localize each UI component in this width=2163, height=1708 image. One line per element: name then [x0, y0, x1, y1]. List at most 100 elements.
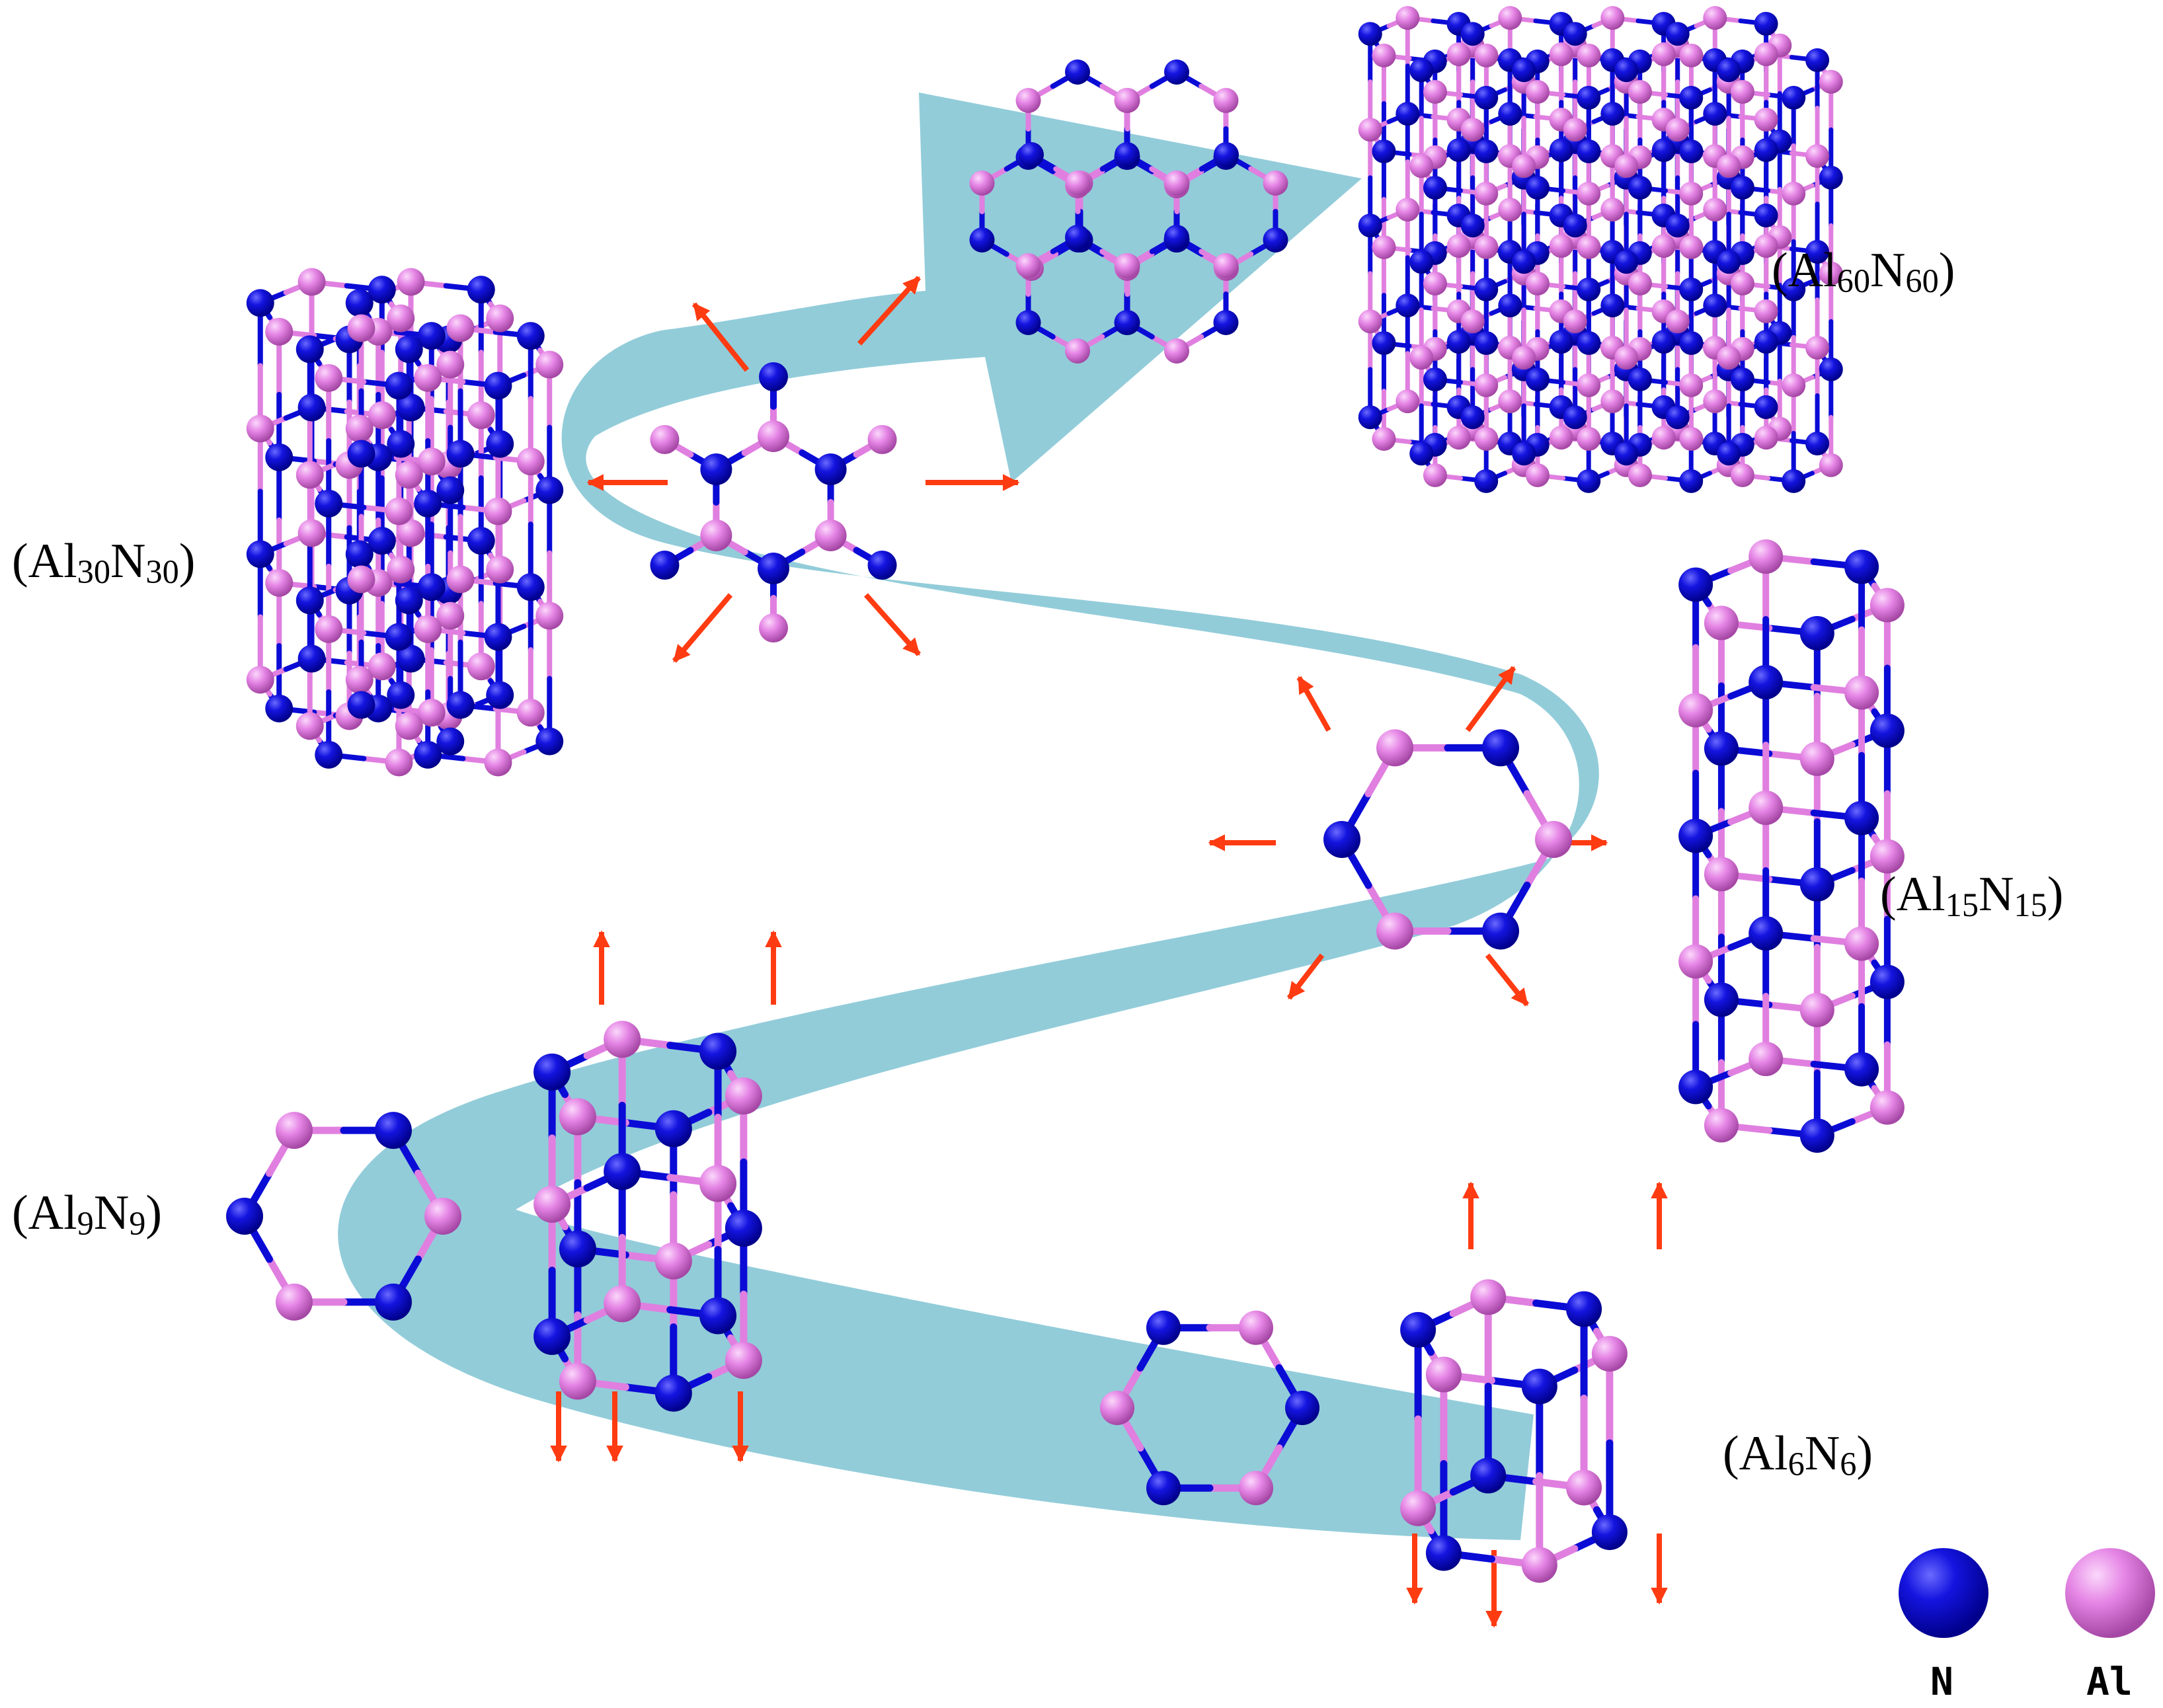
- nitrogen-atom: [814, 453, 847, 485]
- aluminum-atom: [1474, 373, 1499, 397]
- aluminum-atom: [759, 613, 788, 642]
- nitrogen-atom: [1651, 138, 1676, 163]
- aluminum-atom: [484, 497, 512, 525]
- nitrogen-atom: [1665, 22, 1690, 46]
- nitrogen-atom: [375, 1283, 412, 1321]
- nitrogen-atom: [533, 1053, 571, 1091]
- nitrogen-atom: [1614, 442, 1639, 466]
- aluminum-atom: [1600, 6, 1625, 30]
- expansion-arrow: [1485, 953, 1530, 1007]
- aluminum-atom: [295, 712, 324, 740]
- nitrogen-atom: [1782, 277, 1806, 301]
- nitrogen-atom: [516, 573, 545, 602]
- aluminum-atom: [297, 519, 326, 547]
- nitrogen-atom: [1214, 142, 1239, 167]
- nitrogen-atom: [725, 1210, 762, 1247]
- nitrogen-atom: [1409, 442, 1434, 466]
- nitrogen-atom: [1474, 85, 1499, 110]
- aluminum-atom: [1460, 309, 1485, 334]
- nitrogen-atom: [246, 289, 274, 317]
- aluminum-atom: [650, 425, 680, 454]
- aluminum-atom: [1754, 234, 1778, 258]
- nitrogen-atom: [1263, 227, 1288, 252]
- nitrogen-atom: [1717, 442, 1741, 466]
- nitrogen-atom: [1474, 139, 1499, 164]
- aluminum-atom: [395, 712, 423, 740]
- aluminum-atom: [265, 317, 294, 346]
- aluminum-atom: [265, 568, 294, 597]
- aluminum-atom: [1525, 272, 1550, 296]
- nitrogen-atom: [1665, 214, 1690, 238]
- nitrogen-atom: [345, 289, 374, 317]
- nitrogen-atom: [226, 1198, 263, 1235]
- aluminum-atom: [1213, 88, 1239, 113]
- aluminum-atom: [414, 364, 442, 392]
- aluminum-atom: [1577, 181, 1601, 206]
- nitrogen-atom: [1019, 142, 1044, 167]
- nitrogen-atom: [1717, 58, 1741, 83]
- aluminum-atom: [1115, 253, 1140, 278]
- aluminum-atom: [1566, 1469, 1602, 1506]
- aluminum-atom: [1400, 1490, 1436, 1526]
- nitrogen-atom: [604, 1153, 641, 1190]
- nitrogen-atom: [368, 276, 396, 304]
- nitrogen-atom: [1703, 293, 1727, 318]
- nitrogen-atom: [1115, 310, 1140, 335]
- aluminum-atom: [246, 414, 274, 443]
- nitrogen-atom: [1678, 1069, 1713, 1105]
- nitrogen-atom: [395, 586, 423, 615]
- nitrogen-atom: [1577, 469, 1601, 493]
- aluminum-atom: [1470, 1279, 1507, 1315]
- nitrogen-atom: [414, 740, 442, 769]
- aluminum-atom: [1717, 346, 1741, 370]
- nitrogen-atom: [1423, 368, 1447, 392]
- aluminum-atom: [1679, 373, 1704, 397]
- nitrogen-atom: [1805, 48, 1830, 72]
- nitrogen-atom: [1577, 277, 1601, 301]
- nitrogen-atom: [486, 681, 514, 709]
- aluminum-atom: [486, 304, 514, 332]
- aluminum-atom: [1521, 1547, 1557, 1583]
- aluminum-atom: [1717, 154, 1741, 178]
- nitrogen-atom: [1678, 818, 1713, 853]
- aluminum-atom: [1423, 463, 1447, 488]
- nitrogen-atom: [535, 727, 564, 756]
- nitrogen-atom: [1065, 59, 1090, 85]
- nitrogen-atom: [533, 1317, 571, 1355]
- aluminum-atom: [1600, 389, 1625, 414]
- aluminum-atom: [1799, 741, 1834, 776]
- nitrogen-atom: [1146, 1471, 1181, 1506]
- nitrogen-atom: [1563, 22, 1587, 46]
- aluminum-atom: [1409, 154, 1434, 178]
- nitrogen-atom: [1409, 58, 1434, 83]
- nitrogen-atom: [1703, 102, 1727, 126]
- aluminum-atom: [1628, 272, 1652, 296]
- nitrogen-atom: [654, 1374, 692, 1412]
- nitrogen-atom: [1678, 567, 1713, 602]
- nitrogen-atom: [297, 393, 326, 422]
- nitrogen-atom: [385, 623, 413, 651]
- aluminum-atom: [867, 425, 897, 454]
- nitrogen-atom: [1372, 139, 1396, 164]
- aluminum-atom: [1749, 1042, 1784, 1077]
- aluminum-atom: [1819, 261, 1843, 286]
- aluminum-atom: [1577, 427, 1601, 451]
- nitrogen-atom: [1470, 1457, 1507, 1494]
- aluminum-atom: [1703, 6, 1727, 30]
- aluminum-atom: [725, 1077, 762, 1115]
- nitrogen-atom: [1323, 821, 1360, 858]
- aluminum-atom: [1446, 42, 1471, 67]
- legend-label-al: Al: [2086, 1659, 2133, 1704]
- expansion-arrow: [857, 276, 921, 346]
- nitrogen-atom: [1164, 59, 1189, 85]
- aluminum-atom: [654, 1242, 692, 1280]
- aluminum-atom: [397, 519, 425, 547]
- aluminum-atom: [347, 565, 375, 594]
- aluminum-atom: [1358, 118, 1382, 142]
- aluminum-atom: [1164, 171, 1190, 196]
- nitrogen-atom: [1754, 395, 1778, 419]
- nitrogen-atom: [1525, 368, 1550, 392]
- nitrogen-atom: [1549, 138, 1573, 163]
- aluminum-atom: [1549, 42, 1573, 67]
- nitrogen-atom: [1358, 22, 1382, 46]
